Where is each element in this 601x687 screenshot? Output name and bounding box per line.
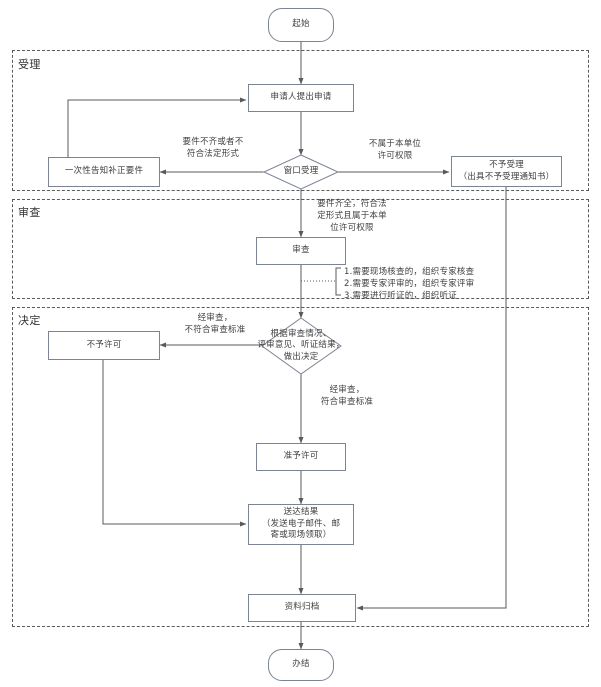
diamond-window-accept (262, 154, 340, 190)
edge-label-fail: 经审查， 不符合审查标准 (167, 313, 263, 337)
edge-label-complete-line3: 位许可权限 (330, 222, 374, 233)
edge-label-fail-line2: 不符合审查标准 (184, 324, 246, 335)
node-notify-correction[interactable]: 一次性告知补正要件 (48, 157, 160, 187)
node-review-label: 审查 (292, 245, 310, 256)
swimlane-acceptance-label: 受理 (18, 58, 41, 71)
edge-label-out-of-scope-line1: 不属于本单位 (368, 139, 422, 149)
review-annotation-item-3: 3.需要进行听证的，组织听证 (344, 291, 457, 302)
swimlane-review-label: 审查 (18, 206, 41, 219)
edge-label-incomplete-line1: 要件不齐或者不 (182, 137, 244, 147)
node-not-accepted-line2: （出具不予受理通知书） (458, 171, 555, 182)
node-start[interactable]: 起始 (268, 8, 334, 42)
edge-label-complete-line1: 要件齐全，符合法 (317, 199, 387, 209)
node-not-accepted-line1: 不予受理 (489, 160, 524, 171)
node-archive-label: 资料归档 (284, 602, 320, 613)
edge-label-pass-line1: 经审查， (329, 385, 365, 395)
node-deliver-line3: 寄或现场领取） (270, 530, 332, 541)
node-review[interactable]: 审查 (256, 237, 346, 265)
node-not-permitted[interactable]: 不予许可 (48, 331, 160, 360)
node-start-label: 起始 (292, 19, 310, 30)
review-note-bracket (335, 267, 341, 296)
node-not-accepted[interactable]: 不予受理 （出具不予受理通知书） (451, 156, 562, 187)
review-annotation: 1.需要现场核查的，组织专家核查 2.需要专家评审的，组织专家评审 3.需要进行… (344, 266, 474, 302)
node-deliver-result[interactable]: 送达结果 （发送电子邮件、邮 寄或现场领取） (248, 504, 354, 545)
edge-label-pass: 经审查， 符合审查标准 (306, 385, 388, 409)
edge-label-incomplete: 要件不齐或者不 符合法定形式 (168, 137, 258, 161)
edge-not-accepted-to-archive (356, 187, 507, 611)
node-applicant-submit[interactable]: 申请人提出申请 (248, 84, 354, 112)
node-permitted-label: 准予许可 (283, 451, 319, 462)
edge-label-pass-line2: 符合审查标准 (320, 396, 374, 407)
edge-label-out-of-scope-line2: 许可权限 (377, 150, 413, 161)
node-end[interactable]: 办结 (268, 649, 334, 681)
edge-label-out-of-scope: 不属于本单位 许可权限 (350, 139, 440, 163)
node-deliver-line2: （发送电子邮件、邮 (261, 518, 341, 529)
review-annotation-item-1: 1.需要现场核查的，组织专家核查 (344, 267, 475, 277)
edge-label-complete-line2: 定形式且属于本单 (317, 210, 387, 221)
edge-label-complete: 要件齐全，符合法 定形式且属于本单 位许可权限 (306, 199, 398, 235)
node-applicant-submit-label: 申请人提出申请 (270, 92, 332, 103)
swimlane-decision-label: 决定 (18, 314, 41, 327)
diamond-decision (261, 317, 342, 375)
edge-label-incomplete-line2: 符合法定形式 (186, 148, 240, 159)
node-end-label: 办结 (292, 659, 310, 670)
review-annotation-item-2: 2.需要专家评审的，组织专家评审 (344, 279, 475, 290)
edge-not-permitted-to-deliver (102, 360, 247, 527)
node-deliver-line1: 送达结果 (283, 507, 319, 518)
node-permitted[interactable]: 准予许可 (256, 443, 346, 471)
node-notify-correction-label: 一次性告知补正要件 (64, 166, 144, 177)
node-archive[interactable]: 资料归档 (248, 594, 356, 622)
node-not-permitted-label: 不予许可 (86, 339, 122, 350)
edge-correction-to-submit (67, 97, 247, 157)
edge-label-fail-line1: 经审查， (197, 313, 233, 323)
